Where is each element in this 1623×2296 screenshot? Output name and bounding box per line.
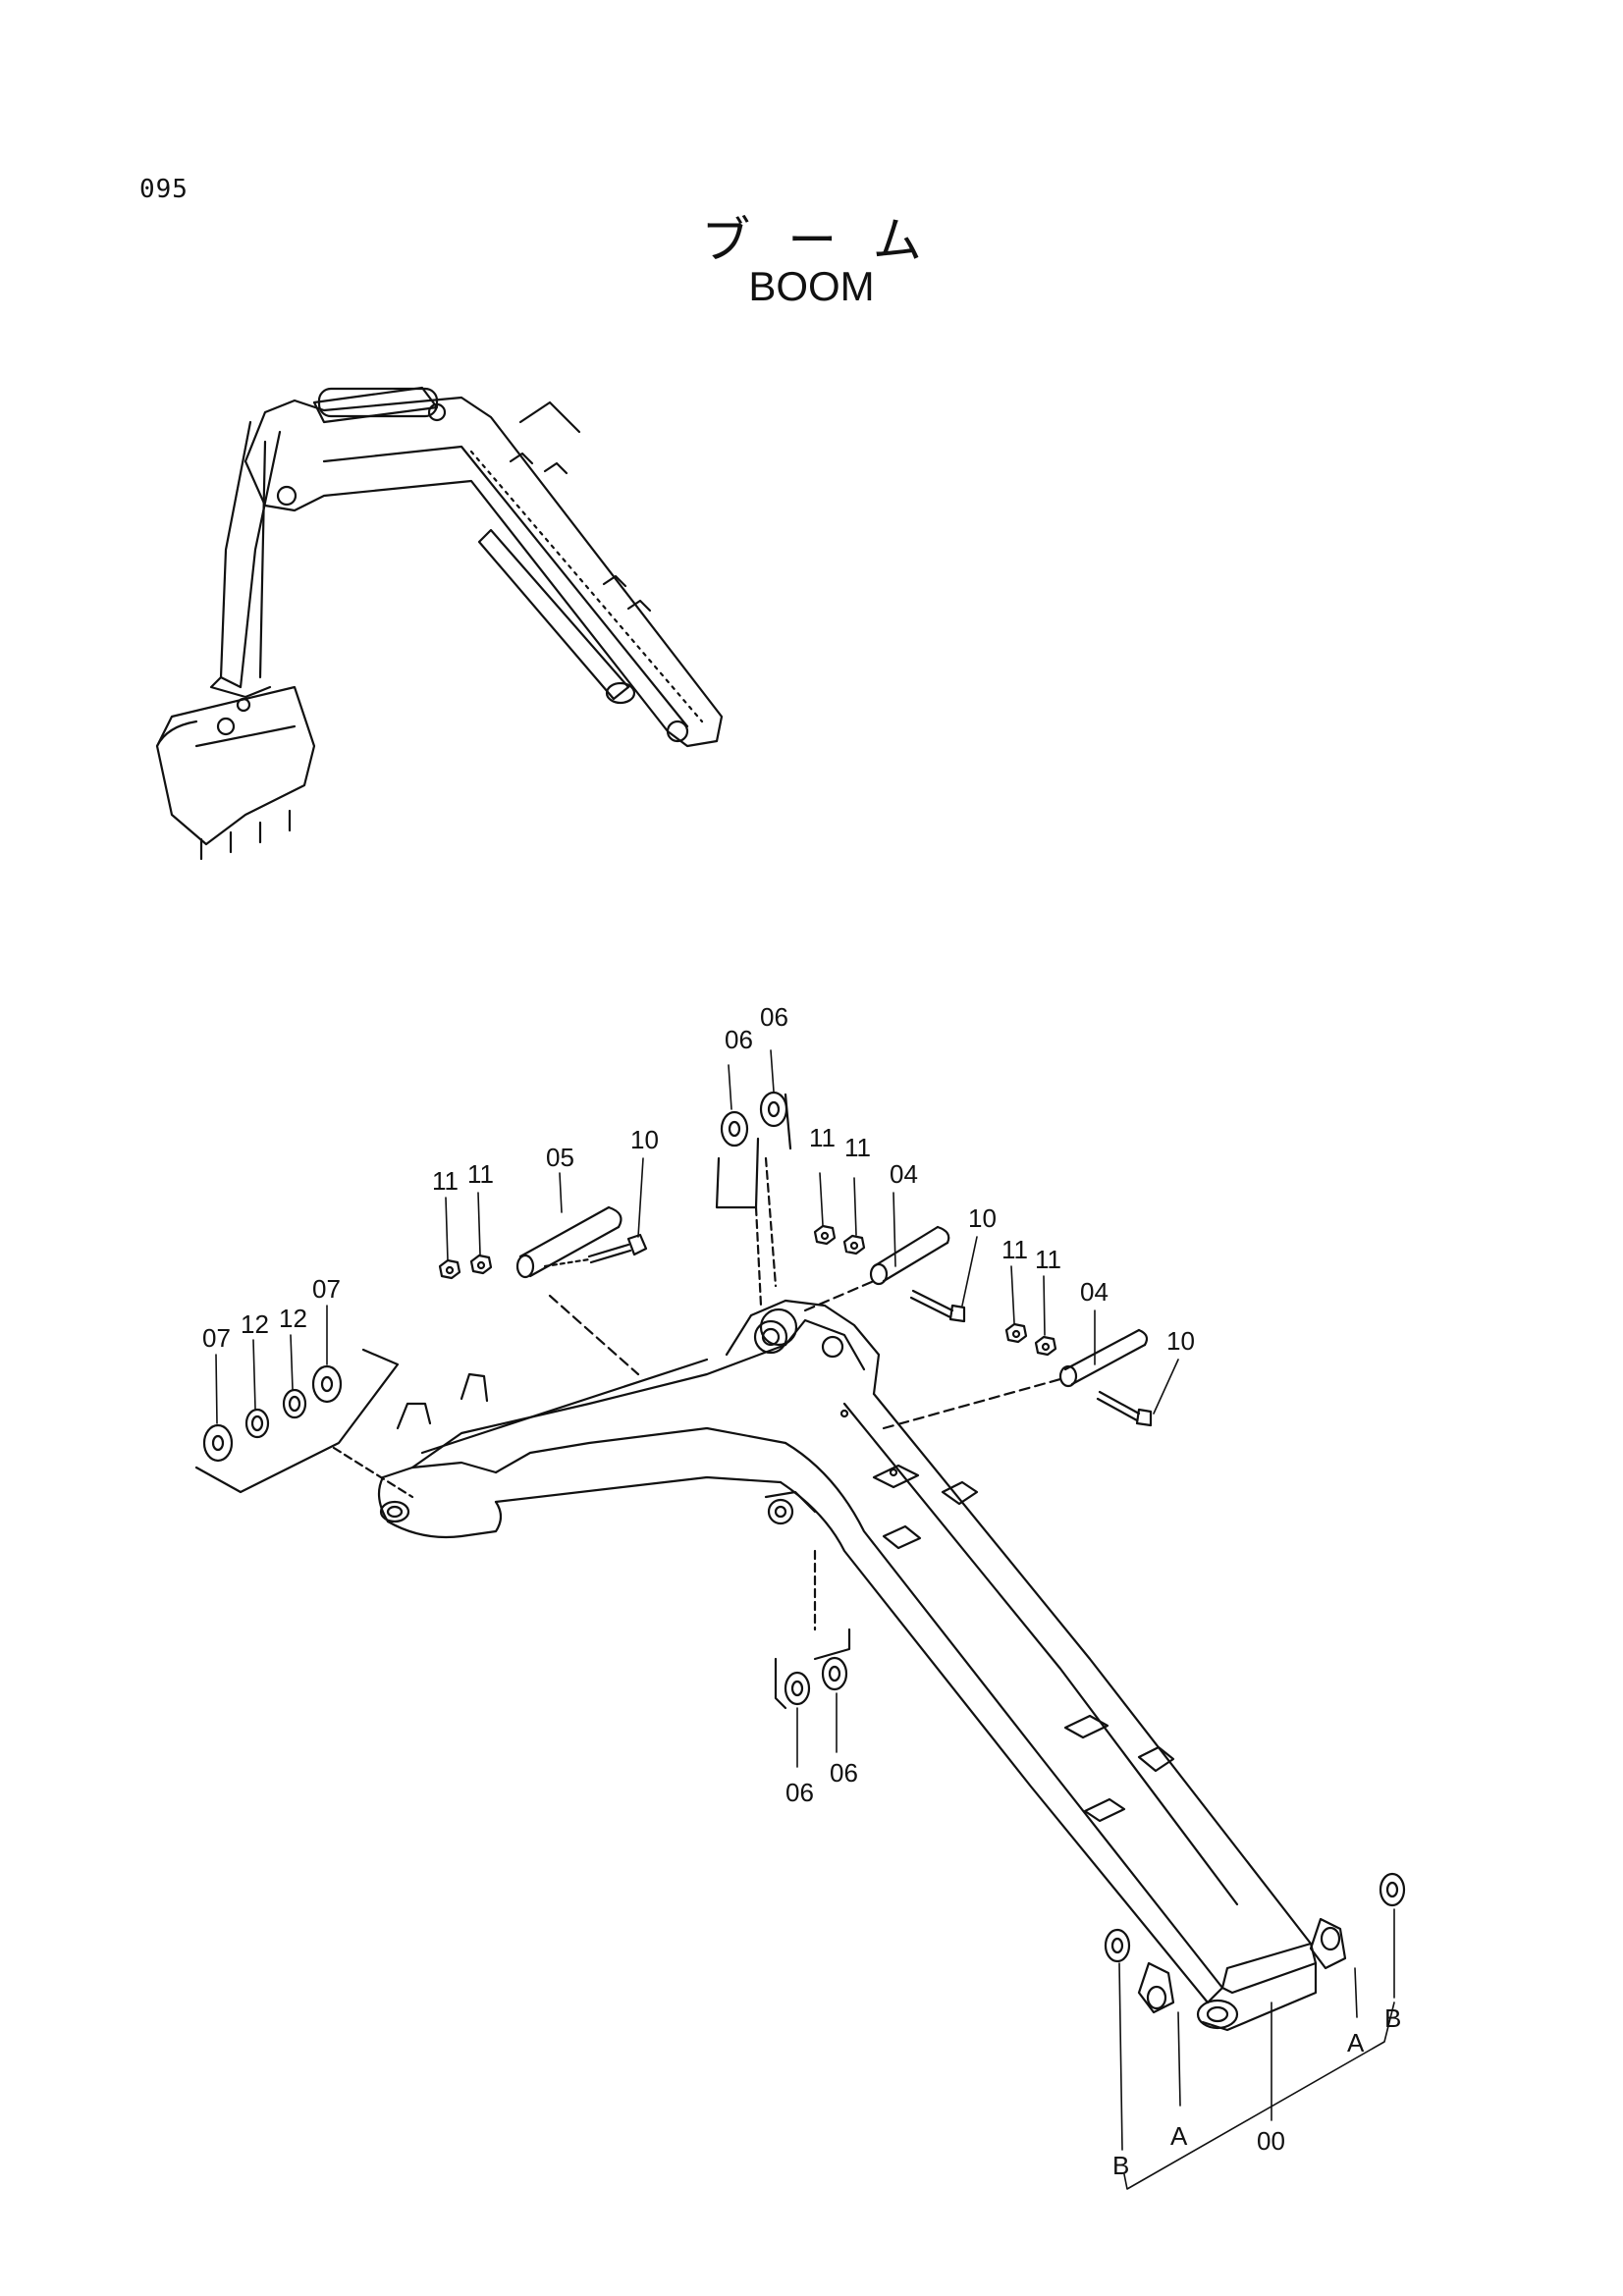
callout-labels: 06 06 11 11 05 10 11 11 04 10 11 11 04 1… [202,1002,1401,2180]
callout-label: 11 [844,1133,871,1162]
callout-label: 05 [546,1143,574,1172]
callout-label: 07 [202,1323,231,1353]
callout-label: 11 [809,1123,836,1152]
callout-label: 04 [890,1159,918,1189]
callout-label: 06 [830,1758,858,1788]
callout-label: 06 [785,1778,814,1807]
callout-label: B [1112,2151,1129,2180]
callout-label: 11 [1035,1245,1061,1274]
callout-label: 06 [725,1025,753,1054]
leader-lines [215,1049,1395,2190]
excavator-overview-illustration [155,386,724,861]
callout-label: B [1384,2003,1401,2033]
callout-label: 12 [241,1309,269,1339]
callout-label: 11 [1001,1235,1028,1264]
page-number: 095 [139,175,189,204]
callout-label: 10 [1166,1326,1195,1356]
callout-label: 10 [968,1203,997,1233]
page-title-japanese: ブーム [701,212,959,269]
callout-label: 12 [279,1304,307,1333]
callout-label: 06 [760,1002,788,1032]
callout-label: 04 [1080,1277,1109,1307]
exploded-parts [194,1091,1406,2014]
callout-label: 11 [467,1159,494,1189]
boom-structure [377,1299,1318,2032]
callout-label: A [1347,2028,1365,2057]
callout-label: 10 [630,1125,659,1154]
callout-label: 11 [432,1166,459,1196]
callout-label: 00 [1257,2126,1285,2156]
callout-label: A [1170,2121,1188,2151]
callout-label: 07 [312,1274,341,1304]
page-title: BOOM [748,263,875,309]
